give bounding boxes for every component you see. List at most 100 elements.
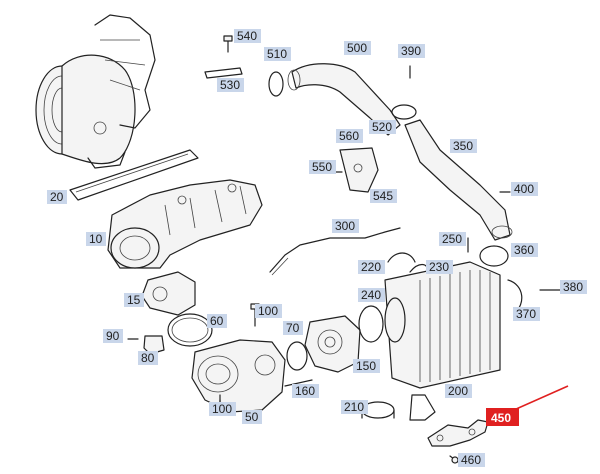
callout-box bbox=[513, 307, 540, 321]
callout-box bbox=[332, 219, 359, 233]
callout-50: 50 bbox=[242, 410, 262, 424]
callout-box bbox=[209, 402, 236, 416]
callout-510: 510 bbox=[264, 47, 291, 61]
callout-200: 200 bbox=[445, 384, 472, 398]
callout-number: 520 bbox=[372, 120, 392, 134]
callout-box bbox=[234, 29, 261, 43]
o-ring-240 bbox=[358, 305, 384, 343]
callout-360: 360 bbox=[511, 243, 538, 257]
callout-box bbox=[255, 304, 282, 318]
callout-box bbox=[370, 189, 397, 203]
o-ring-510 bbox=[268, 71, 284, 97]
callout-300: 300 bbox=[332, 219, 359, 233]
callout-240: 240 bbox=[358, 288, 385, 302]
callout-number: 560 bbox=[339, 129, 359, 143]
callout-number: 510 bbox=[267, 47, 287, 61]
callout-box bbox=[511, 243, 538, 257]
callout-number: 370 bbox=[516, 307, 536, 321]
callout-labels: 540 510 500 390 530 520 560 350 550 400 20 545 300 10… bbox=[47, 29, 587, 467]
callout-350: 350 bbox=[450, 139, 477, 153]
callout-number: 460 bbox=[461, 453, 481, 467]
callout-box bbox=[124, 293, 144, 307]
callout-number: 500 bbox=[347, 41, 367, 55]
callout-460: 460 bbox=[458, 453, 485, 467]
callout-number: 400 bbox=[514, 182, 534, 196]
bolt-540 bbox=[223, 35, 233, 53]
gasket-20 bbox=[69, 149, 199, 201]
callout-number: 450 bbox=[491, 411, 511, 425]
callout-number: 50 bbox=[245, 410, 259, 424]
turbocharger bbox=[35, 14, 156, 169]
callout-box bbox=[336, 129, 363, 143]
o-ring-520 bbox=[391, 104, 417, 120]
callout-250: 250 bbox=[439, 232, 466, 246]
callout-70: 70 bbox=[283, 321, 303, 335]
callout-box bbox=[341, 400, 368, 414]
callout-380: 380 bbox=[560, 280, 587, 294]
charge-air-cooler bbox=[384, 261, 501, 421]
callout-230: 230 bbox=[426, 260, 453, 274]
sensor-15 bbox=[141, 271, 196, 316]
callout-box bbox=[426, 260, 453, 274]
callout-15: 15 bbox=[124, 293, 144, 307]
callout-number: 100 bbox=[212, 402, 232, 416]
callout-number: 160 bbox=[295, 384, 315, 398]
callout-box bbox=[242, 410, 262, 424]
callout-number: 230 bbox=[429, 260, 449, 274]
callout-box bbox=[86, 232, 106, 246]
callout-number: 530 bbox=[220, 78, 240, 92]
callout-number: 545 bbox=[373, 189, 393, 203]
callout-number: 20 bbox=[50, 190, 64, 204]
callout-box bbox=[283, 321, 303, 335]
callout-number: 10 bbox=[89, 232, 103, 246]
callout-number: 390 bbox=[401, 44, 421, 58]
callout-500: 500 bbox=[344, 41, 371, 55]
actuator-150 bbox=[304, 315, 361, 373]
callout-number: 80 bbox=[141, 351, 155, 365]
callout-100a: 100 bbox=[255, 304, 282, 318]
callout-box bbox=[398, 44, 425, 58]
callout-550: 550 bbox=[309, 160, 336, 174]
callout-540: 540 bbox=[234, 29, 261, 43]
callout-number: 240 bbox=[361, 288, 381, 302]
callout-20: 20 bbox=[47, 190, 67, 204]
callout-560: 560 bbox=[336, 129, 363, 143]
callout-390: 390 bbox=[398, 44, 425, 58]
callout-box bbox=[358, 288, 385, 302]
callout-number: 200 bbox=[448, 384, 468, 398]
callout-number: 380 bbox=[563, 280, 583, 294]
callout-box bbox=[309, 160, 336, 174]
bracket-220 bbox=[387, 252, 416, 263]
callout-box bbox=[439, 232, 466, 246]
throttle-body bbox=[191, 339, 286, 413]
callout-number: 210 bbox=[344, 400, 364, 414]
callout-box bbox=[369, 120, 396, 134]
gasket-70 bbox=[286, 341, 308, 371]
o-ring-60 bbox=[167, 313, 213, 347]
callout-number: 220 bbox=[361, 260, 381, 274]
callout-box bbox=[47, 190, 67, 204]
bolt-160 bbox=[284, 379, 313, 387]
callout-210: 210 bbox=[341, 400, 368, 414]
callout-box bbox=[358, 260, 385, 274]
callout-number: 360 bbox=[514, 243, 534, 257]
charge-air-pipe-350 bbox=[404, 119, 513, 241]
callout-520: 520 bbox=[369, 120, 396, 134]
callout-number: 100 bbox=[258, 304, 278, 318]
callout-box bbox=[217, 78, 244, 92]
bolt-460 bbox=[449, 455, 459, 464]
hose-360 bbox=[479, 245, 509, 267]
highlight-box bbox=[486, 408, 519, 426]
callout-number: 150 bbox=[356, 359, 376, 373]
callout-450: 450 bbox=[486, 408, 519, 426]
callout-number: 350 bbox=[453, 139, 473, 153]
callout-box bbox=[560, 280, 587, 294]
callout-box bbox=[138, 351, 158, 365]
callout-box bbox=[292, 384, 319, 398]
callout-number: 15 bbox=[127, 293, 141, 307]
callout-100b: 100 bbox=[209, 402, 236, 416]
callout-220: 220 bbox=[358, 260, 385, 274]
callout-box bbox=[264, 47, 291, 61]
callout-number: 540 bbox=[237, 29, 257, 43]
